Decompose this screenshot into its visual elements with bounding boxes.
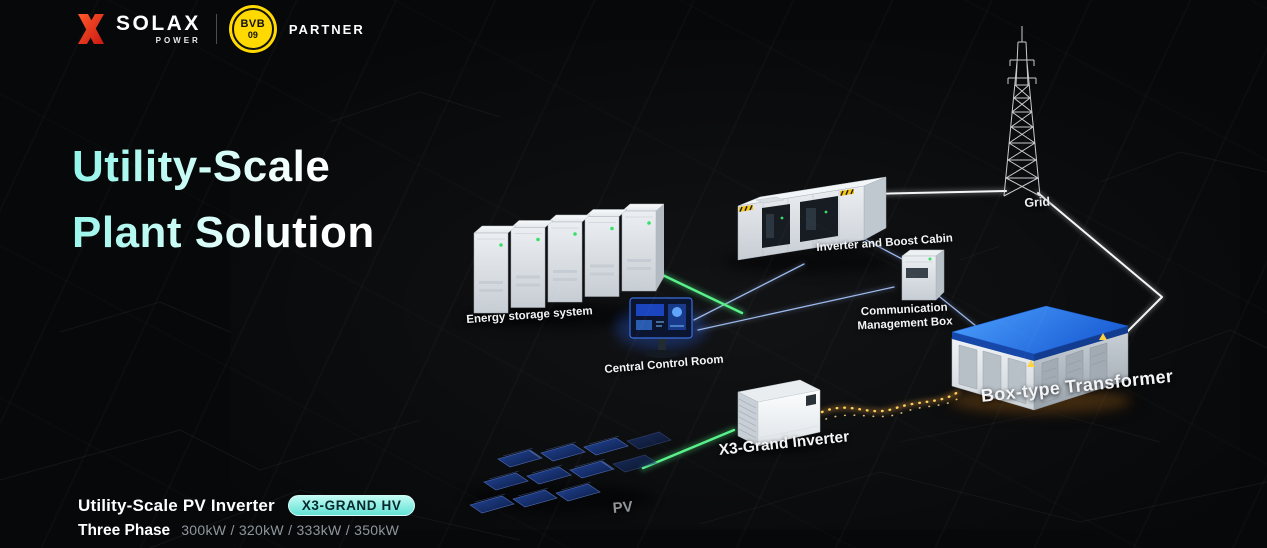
hero-title-line1: Utility-Scale	[72, 142, 331, 191]
ground-texture-lines	[0, 91, 1267, 548]
header-divider	[215, 14, 217, 44]
brand-subtitle: POWER	[155, 36, 201, 45]
partner-label: PARTNER	[288, 21, 365, 37]
header: SOLAX POWER BVB 09 PARTNER	[74, 8, 365, 50]
transformer-illustration	[951, 305, 1129, 411]
pv-label: PV	[612, 498, 634, 517]
bvb-logo: BVB 09	[231, 8, 274, 50]
comm-box-label: Communication Management Box	[846, 300, 963, 335]
bvb-logo-number: 09	[247, 29, 258, 40]
inverter-cabin-illustration	[737, 176, 887, 261]
transmission-tower-illustration	[1003, 26, 1041, 197]
grid-label: Grid	[1024, 194, 1051, 210]
control-room-illustration	[629, 297, 693, 358]
phase-label: Three Phase	[78, 522, 171, 539]
product-label: Utility-Scale PV Inverter	[78, 495, 275, 515]
bvb-logo-text: BVB	[240, 17, 266, 30]
footer-product-row: Utility-Scale PV Inverter X3-GRAND HV	[78, 495, 416, 516]
network-lines-blue	[692, 238, 978, 332]
product-badge: X3-GRAND HV	[287, 495, 416, 516]
grid-line-white	[863, 188, 1165, 336]
footer: Utility-Scale PV Inverter X3-GRAND HV Th…	[78, 495, 416, 540]
solax-wordmark: SOLAX POWER	[116, 13, 201, 45]
pv-array-illustration	[469, 431, 672, 514]
power-options: 300kW / 320kW / 333kW / 350kW	[181, 522, 400, 538]
footer-specs-row: Three Phase 300kW / 320kW / 333kW / 350k…	[78, 522, 415, 540]
solax-x-icon	[78, 14, 104, 44]
solax-logo: SOLAX POWER	[74, 12, 201, 46]
hero-title-line2: Plant Solution	[72, 208, 375, 257]
brand-name: SOLAX	[116, 12, 201, 35]
ambient-glow	[230, 40, 1240, 530]
energy-storage-illustration	[473, 203, 665, 314]
x3-inverter-illustration	[737, 379, 821, 447]
energy-flow-yellow	[819, 389, 961, 420]
comm-box-illustration	[901, 249, 945, 301]
hero-title: Utility-Scale Plant Solution	[72, 134, 375, 266]
energy-line-green-pv	[639, 426, 738, 472]
